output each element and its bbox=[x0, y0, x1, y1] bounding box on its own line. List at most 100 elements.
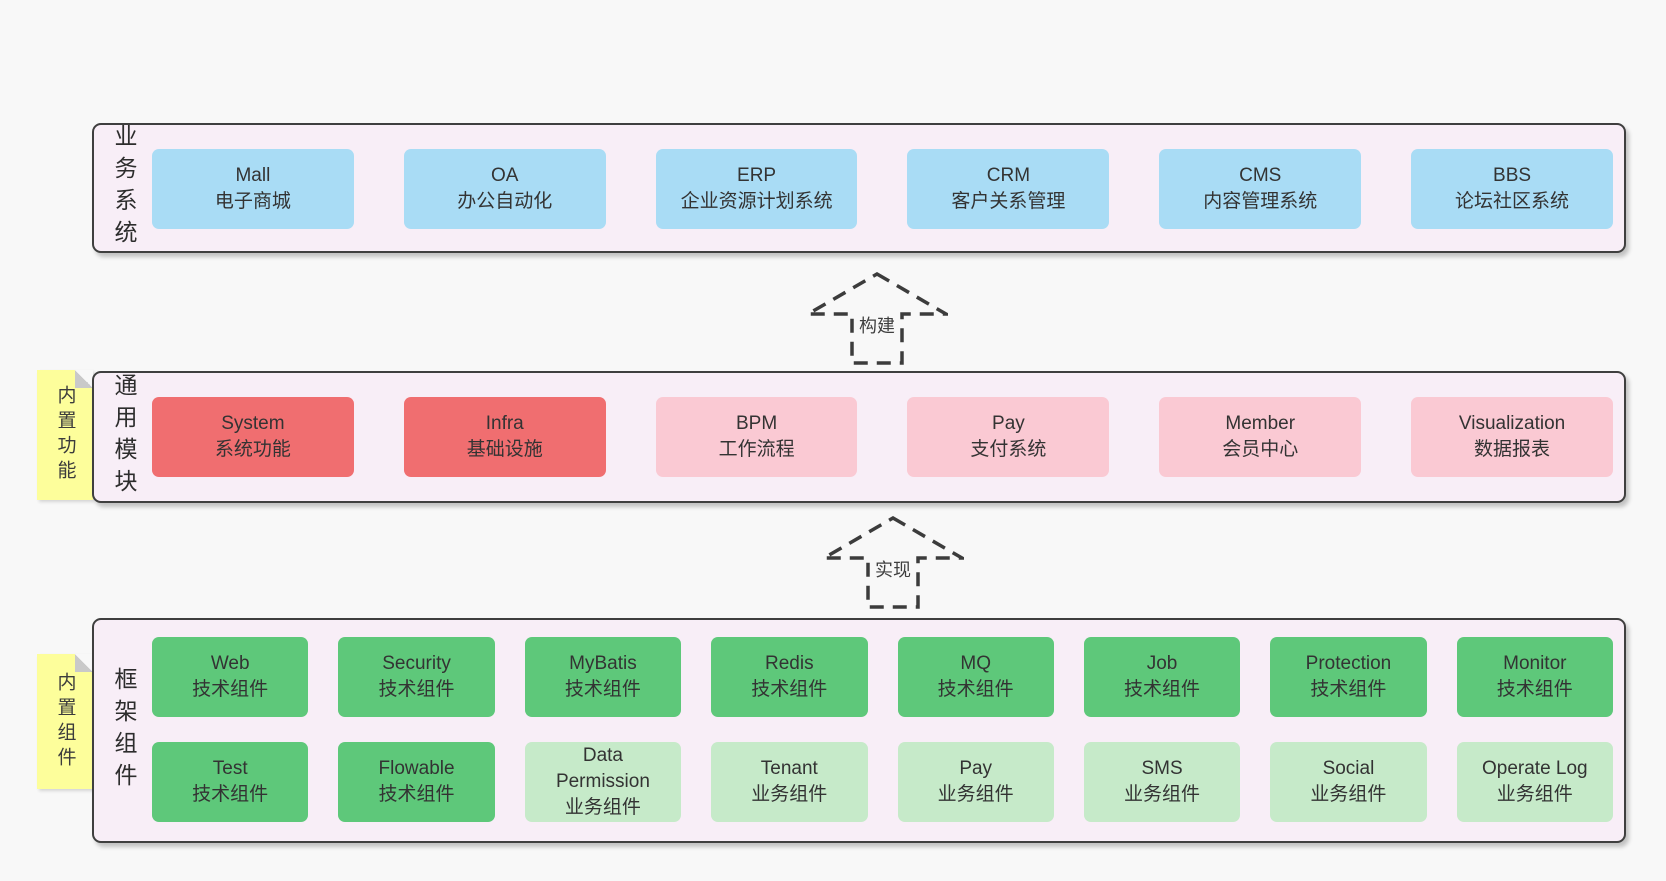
layer-framework-components: 框架组件 Web 技术组件 Security 技术组件 MyBatis 技术组件… bbox=[92, 618, 1626, 843]
arrow-up-outline bbox=[822, 516, 964, 609]
box-crm: CRM 客户关系管理 bbox=[907, 149, 1110, 229]
box-title: ERP bbox=[737, 165, 777, 186]
box-pay-biz: Pay 业务组件 bbox=[897, 742, 1054, 822]
box-title: Monitor bbox=[1503, 653, 1567, 674]
framework-row-1: Web 技术组件 Security 技术组件 MyBatis 技术组件 Redi… bbox=[152, 637, 1613, 717]
box-oa: OA 办公自动化 bbox=[403, 149, 606, 229]
box-title: Operate Log bbox=[1481, 758, 1588, 779]
box-system: System 系统功能 bbox=[152, 397, 354, 477]
box-title: BPM bbox=[735, 413, 778, 434]
box-sms: SMS 业务组件 bbox=[1083, 742, 1241, 822]
modules-row: System 系统功能 Infra 基础设施 BPM 工作流程 Pay 支付系统… bbox=[152, 397, 1613, 477]
box-subtitle: 技术组件 bbox=[378, 784, 455, 805]
box-subtitle: 论坛社区系统 bbox=[1455, 191, 1570, 212]
box-subtitle: 技术组件 bbox=[1124, 679, 1201, 700]
box-flowable: Flowable 技术组件 bbox=[338, 742, 495, 822]
box-mybatis: MyBatis 技术组件 bbox=[524, 637, 682, 717]
layer-label-business: 业务系统 bbox=[111, 124, 137, 252]
box-title: CRM bbox=[986, 165, 1031, 186]
sticky-note-label: 内置组件 bbox=[54, 671, 76, 772]
sticky-note-builtin-features: 内置功能 bbox=[37, 370, 93, 500]
folded-corner bbox=[75, 370, 93, 388]
arrow-implement: 实现 bbox=[822, 516, 964, 610]
arrow-build-label: 构建 bbox=[856, 312, 898, 338]
box-title: Test bbox=[212, 758, 248, 779]
box-title: SMS bbox=[1141, 758, 1183, 779]
box-title: Flowable bbox=[378, 758, 455, 779]
box-security: Security 技术组件 bbox=[338, 637, 495, 717]
box-title: Mall bbox=[235, 165, 271, 186]
box-subtitle: 支付系统 bbox=[970, 439, 1047, 460]
sticky-note-builtin-components: 内置组件 bbox=[37, 654, 93, 789]
box-subtitle: 技术组件 bbox=[937, 679, 1014, 700]
box-title: Security bbox=[382, 653, 451, 674]
box-subtitle: 业务组件 bbox=[1124, 784, 1201, 805]
box-title: Job bbox=[1146, 653, 1178, 674]
box-social: Social 业务组件 bbox=[1270, 742, 1427, 822]
arrow-implement-label: 实现 bbox=[872, 556, 914, 582]
box-title: MQ bbox=[960, 653, 991, 674]
box-title: System bbox=[221, 413, 285, 434]
box-subtitle: 技术组件 bbox=[1310, 679, 1387, 700]
box-subtitle: 业务组件 bbox=[937, 784, 1014, 805]
box-subtitle: 基础设施 bbox=[466, 439, 543, 460]
box-subtitle: 技术组件 bbox=[751, 679, 828, 700]
box-test: Test 技术组件 bbox=[152, 742, 309, 822]
box-protection: Protection 技术组件 bbox=[1270, 637, 1427, 717]
folded-corner bbox=[75, 654, 93, 672]
box-data-permission: Data Permission 业务组件 bbox=[524, 742, 682, 822]
box-bpm: BPM 工作流程 bbox=[655, 397, 858, 477]
box-subtitle: 业务组件 bbox=[751, 784, 828, 805]
arrow-build: 构建 bbox=[806, 272, 948, 366]
box-subtitle: 业务组件 bbox=[1310, 784, 1387, 805]
box-subtitle: 技术组件 bbox=[1496, 679, 1573, 700]
box-title: Pay bbox=[959, 758, 993, 779]
box-subtitle: 会员中心 bbox=[1222, 439, 1299, 460]
box-subtitle: 技术组件 bbox=[192, 784, 269, 805]
box-bbs: BBS 论坛社区系统 bbox=[1411, 149, 1613, 229]
box-erp: ERP 企业资源计划系统 bbox=[655, 149, 858, 229]
box-title: Visualization bbox=[1458, 413, 1566, 434]
box-title: MyBatis bbox=[569, 653, 637, 674]
box-subtitle: 技术组件 bbox=[378, 679, 455, 700]
box-subtitle: 办公自动化 bbox=[457, 191, 553, 212]
box-title: Tenant bbox=[760, 758, 818, 779]
box-subtitle: 工作流程 bbox=[718, 439, 795, 460]
box-subtitle: 业务组件 bbox=[1496, 784, 1573, 805]
box-web: Web 技术组件 bbox=[152, 637, 309, 717]
box-operate-log: Operate Log 业务组件 bbox=[1456, 742, 1613, 822]
box-mall: Mall 电子商城 bbox=[152, 149, 354, 229]
box-title: OA bbox=[491, 165, 519, 186]
box-tenant: Tenant 业务组件 bbox=[711, 742, 868, 822]
box-job: Job 技术组件 bbox=[1083, 637, 1241, 717]
box-subtitle: 技术组件 bbox=[192, 679, 269, 700]
box-visualization: Visualization 数据报表 bbox=[1411, 397, 1613, 477]
box-title: Protection bbox=[1305, 653, 1392, 674]
layer-business-systems: 业务系统 Mall 电子商城 OA 办公自动化 ERP 企业资源计划系统 CRM… bbox=[92, 123, 1626, 253]
box-subtitle: 数据报表 bbox=[1474, 439, 1551, 460]
sticky-note-label: 内置功能 bbox=[54, 385, 76, 485]
box-subtitle: 客户关系管理 bbox=[951, 191, 1066, 212]
arrow-up-outline bbox=[806, 272, 948, 365]
box-subtitle: 电子商城 bbox=[214, 191, 291, 212]
box-member: Member 会员中心 bbox=[1159, 397, 1362, 477]
box-subtitle: 业务组件 bbox=[564, 797, 641, 818]
box-title: Pay bbox=[992, 413, 1025, 434]
layer-common-modules: 通用模块 System 系统功能 Infra 基础设施 BPM 工作流程 Pay… bbox=[92, 371, 1626, 503]
box-title: Data Permission bbox=[555, 745, 650, 792]
box-title: Social bbox=[1322, 758, 1375, 779]
box-title: BBS bbox=[1493, 165, 1532, 186]
framework-row-2: Test 技术组件 Flowable 技术组件 Data Permission … bbox=[152, 742, 1613, 822]
business-row: Mall 电子商城 OA 办公自动化 ERP 企业资源计划系统 CRM 客户关系… bbox=[152, 149, 1613, 229]
box-title: Redis bbox=[765, 653, 814, 674]
box-title: Member bbox=[1225, 413, 1296, 434]
layer-label-modules: 通用模块 bbox=[111, 373, 137, 501]
box-redis: Redis 技术组件 bbox=[711, 637, 868, 717]
box-title: Web bbox=[210, 653, 250, 674]
box-pay: Pay 支付系统 bbox=[907, 397, 1110, 477]
box-subtitle: 系统功能 bbox=[214, 439, 291, 460]
layer-label-framework: 框架组件 bbox=[111, 666, 137, 795]
box-cms: CMS 内容管理系统 bbox=[1159, 149, 1362, 229]
box-title: CMS bbox=[1239, 165, 1282, 186]
